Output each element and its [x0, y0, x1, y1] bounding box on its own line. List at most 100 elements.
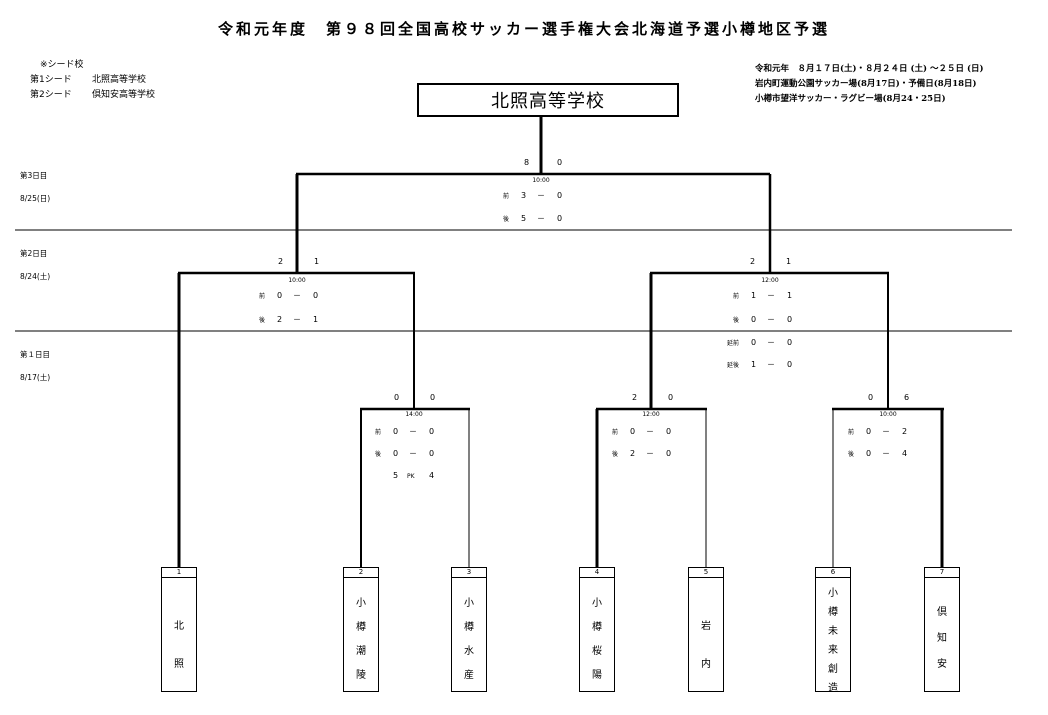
period-label: 後 [612, 450, 618, 458]
period-score-left: 1 [751, 360, 756, 369]
period-score-right: 0 [429, 427, 434, 436]
team-name: 小樽桜陽 [592, 598, 602, 681]
r1-a-bracket [360, 407, 470, 567]
final-score-right: 0 [557, 158, 562, 167]
period-score-right: 4 [902, 449, 907, 458]
pk-score-right: 4 [429, 471, 434, 480]
dash: － [767, 315, 775, 324]
dash: － [409, 449, 417, 458]
period-score-left: 0 [393, 427, 398, 436]
team-number: 4 [580, 568, 614, 578]
period-score-left: 0 [751, 338, 756, 347]
winner-name: 北照高等学校 [491, 91, 605, 112]
winner-box: 北照高等学校 [417, 83, 679, 117]
team-name: 小樽潮陵 [356, 598, 366, 681]
r1-b-bracket [595, 407, 707, 567]
period-score-left: 0 [277, 291, 282, 300]
seed-header: ※シード校 [40, 60, 84, 70]
team-number: 7 [925, 568, 959, 578]
period-score-right: 0 [787, 338, 792, 347]
period-label: 前 [259, 292, 265, 300]
period-label: 前 [375, 428, 381, 436]
team-name: 倶知安 [937, 607, 947, 670]
team-box: 7 倶知安 [924, 567, 960, 692]
sf-left-score-left: 2 [278, 257, 283, 266]
team-name: 北照 [174, 621, 184, 670]
schedule-info: 令和元年 ８月１７日(土)・８月２４日 (土) ～２５日 (日) 岩内町運動公園… [755, 62, 984, 107]
period-score-left: 0 [866, 449, 871, 458]
period-label: 延後 [727, 361, 739, 369]
r1-c-time: 10:00 [879, 411, 896, 418]
dash: － [882, 449, 890, 458]
sf-left-bracket [177, 271, 415, 567]
period-score-left: 0 [393, 449, 398, 458]
period-score-right: 1 [787, 291, 792, 300]
team-box: 3 小樽水産 [451, 567, 487, 692]
period-score-right: 0 [557, 214, 562, 223]
dash: － [646, 449, 654, 458]
period-score-right: 0 [787, 315, 792, 324]
team-name: 岩内 [701, 621, 711, 670]
period-score-right: 0 [666, 427, 671, 436]
final-bracket [295, 117, 772, 273]
team-box: 1 北照 [161, 567, 197, 692]
team-box: 6 小樽未来創造 [815, 567, 851, 694]
period-label: 前 [612, 428, 618, 436]
period-label: 後 [259, 316, 265, 324]
period-score-right: 0 [557, 191, 562, 200]
team-box: 5 岩内 [688, 567, 724, 692]
period-score-left: 3 [521, 191, 526, 200]
team-box: 2 小樽潮陵 [343, 567, 379, 692]
dash: － [293, 315, 301, 324]
period-label: 後 [848, 450, 854, 458]
team-number: 2 [344, 568, 378, 578]
dash: － [409, 427, 417, 436]
seed-list: ※シード校 第1シード 北照高等学校 第2シード 倶知安高等学校 [30, 58, 155, 103]
team-name: 小樽水産 [464, 598, 474, 681]
period-score-right: 0 [429, 449, 434, 458]
final-time: 10:00 [532, 177, 549, 184]
team-number: 5 [689, 568, 723, 578]
period-score-right: 0 [313, 291, 318, 300]
period-score-left: 1 [751, 291, 756, 300]
dash: － [537, 214, 545, 223]
period-score-right: 0 [666, 449, 671, 458]
period-label: 前 [848, 428, 854, 436]
day-label-1: 第１日目 [20, 350, 50, 359]
team-name: 小樽未来創造 [828, 588, 838, 694]
r1-c-bracket [832, 407, 944, 567]
period-label: 前 [733, 292, 739, 300]
schedule-dates: 令和元年 ８月１７日(土)・８月２４日 (土) ～２５日 (日) [755, 64, 984, 74]
period-score-left: 2 [277, 315, 282, 324]
r1-b-score-right: 0 [668, 393, 673, 402]
dash: － [767, 360, 775, 369]
period-label: 後 [733, 316, 739, 324]
venue-otaru: 小樽市望洋サッカー・ラグビー場(8月24・25日) [755, 94, 946, 104]
dash: － [646, 427, 654, 436]
seed-item: 第1シード 北照高等学校 [30, 73, 155, 88]
period-score-right: 1 [313, 315, 318, 324]
day-date-2: 8/24(土) [20, 272, 51, 281]
page-title: 令和元年度 第９８回全国高校サッカー選手権大会北海道予選小樽地区予選 [217, 20, 830, 38]
period-score-left: 2 [630, 449, 635, 458]
seed-school: 倶知安高等学校 [92, 90, 156, 100]
sf-right-score-left: 2 [750, 257, 755, 266]
team-number: 1 [162, 568, 196, 578]
sf-left-time: 10:00 [288, 277, 305, 284]
seed-label: 第1シード [30, 75, 72, 85]
r1-b-score-left: 2 [632, 393, 637, 402]
seed-school: 北照高等学校 [92, 75, 147, 85]
r1-a-score-left: 0 [394, 393, 399, 402]
day-label-2: 第2日目 [20, 249, 48, 258]
r1-c-score-left: 0 [868, 393, 873, 402]
period-label: 前 [503, 192, 509, 200]
pk-score-left: 5 [393, 471, 398, 480]
r1-a-score-right: 0 [430, 393, 435, 402]
period-score-right: 2 [902, 427, 907, 436]
dash: － [882, 427, 890, 436]
period-score-left: 0 [751, 315, 756, 324]
day-date-3: 8/25(日) [20, 194, 51, 203]
period-label: 後 [503, 215, 509, 223]
seed-label: 第2シード [30, 90, 72, 100]
